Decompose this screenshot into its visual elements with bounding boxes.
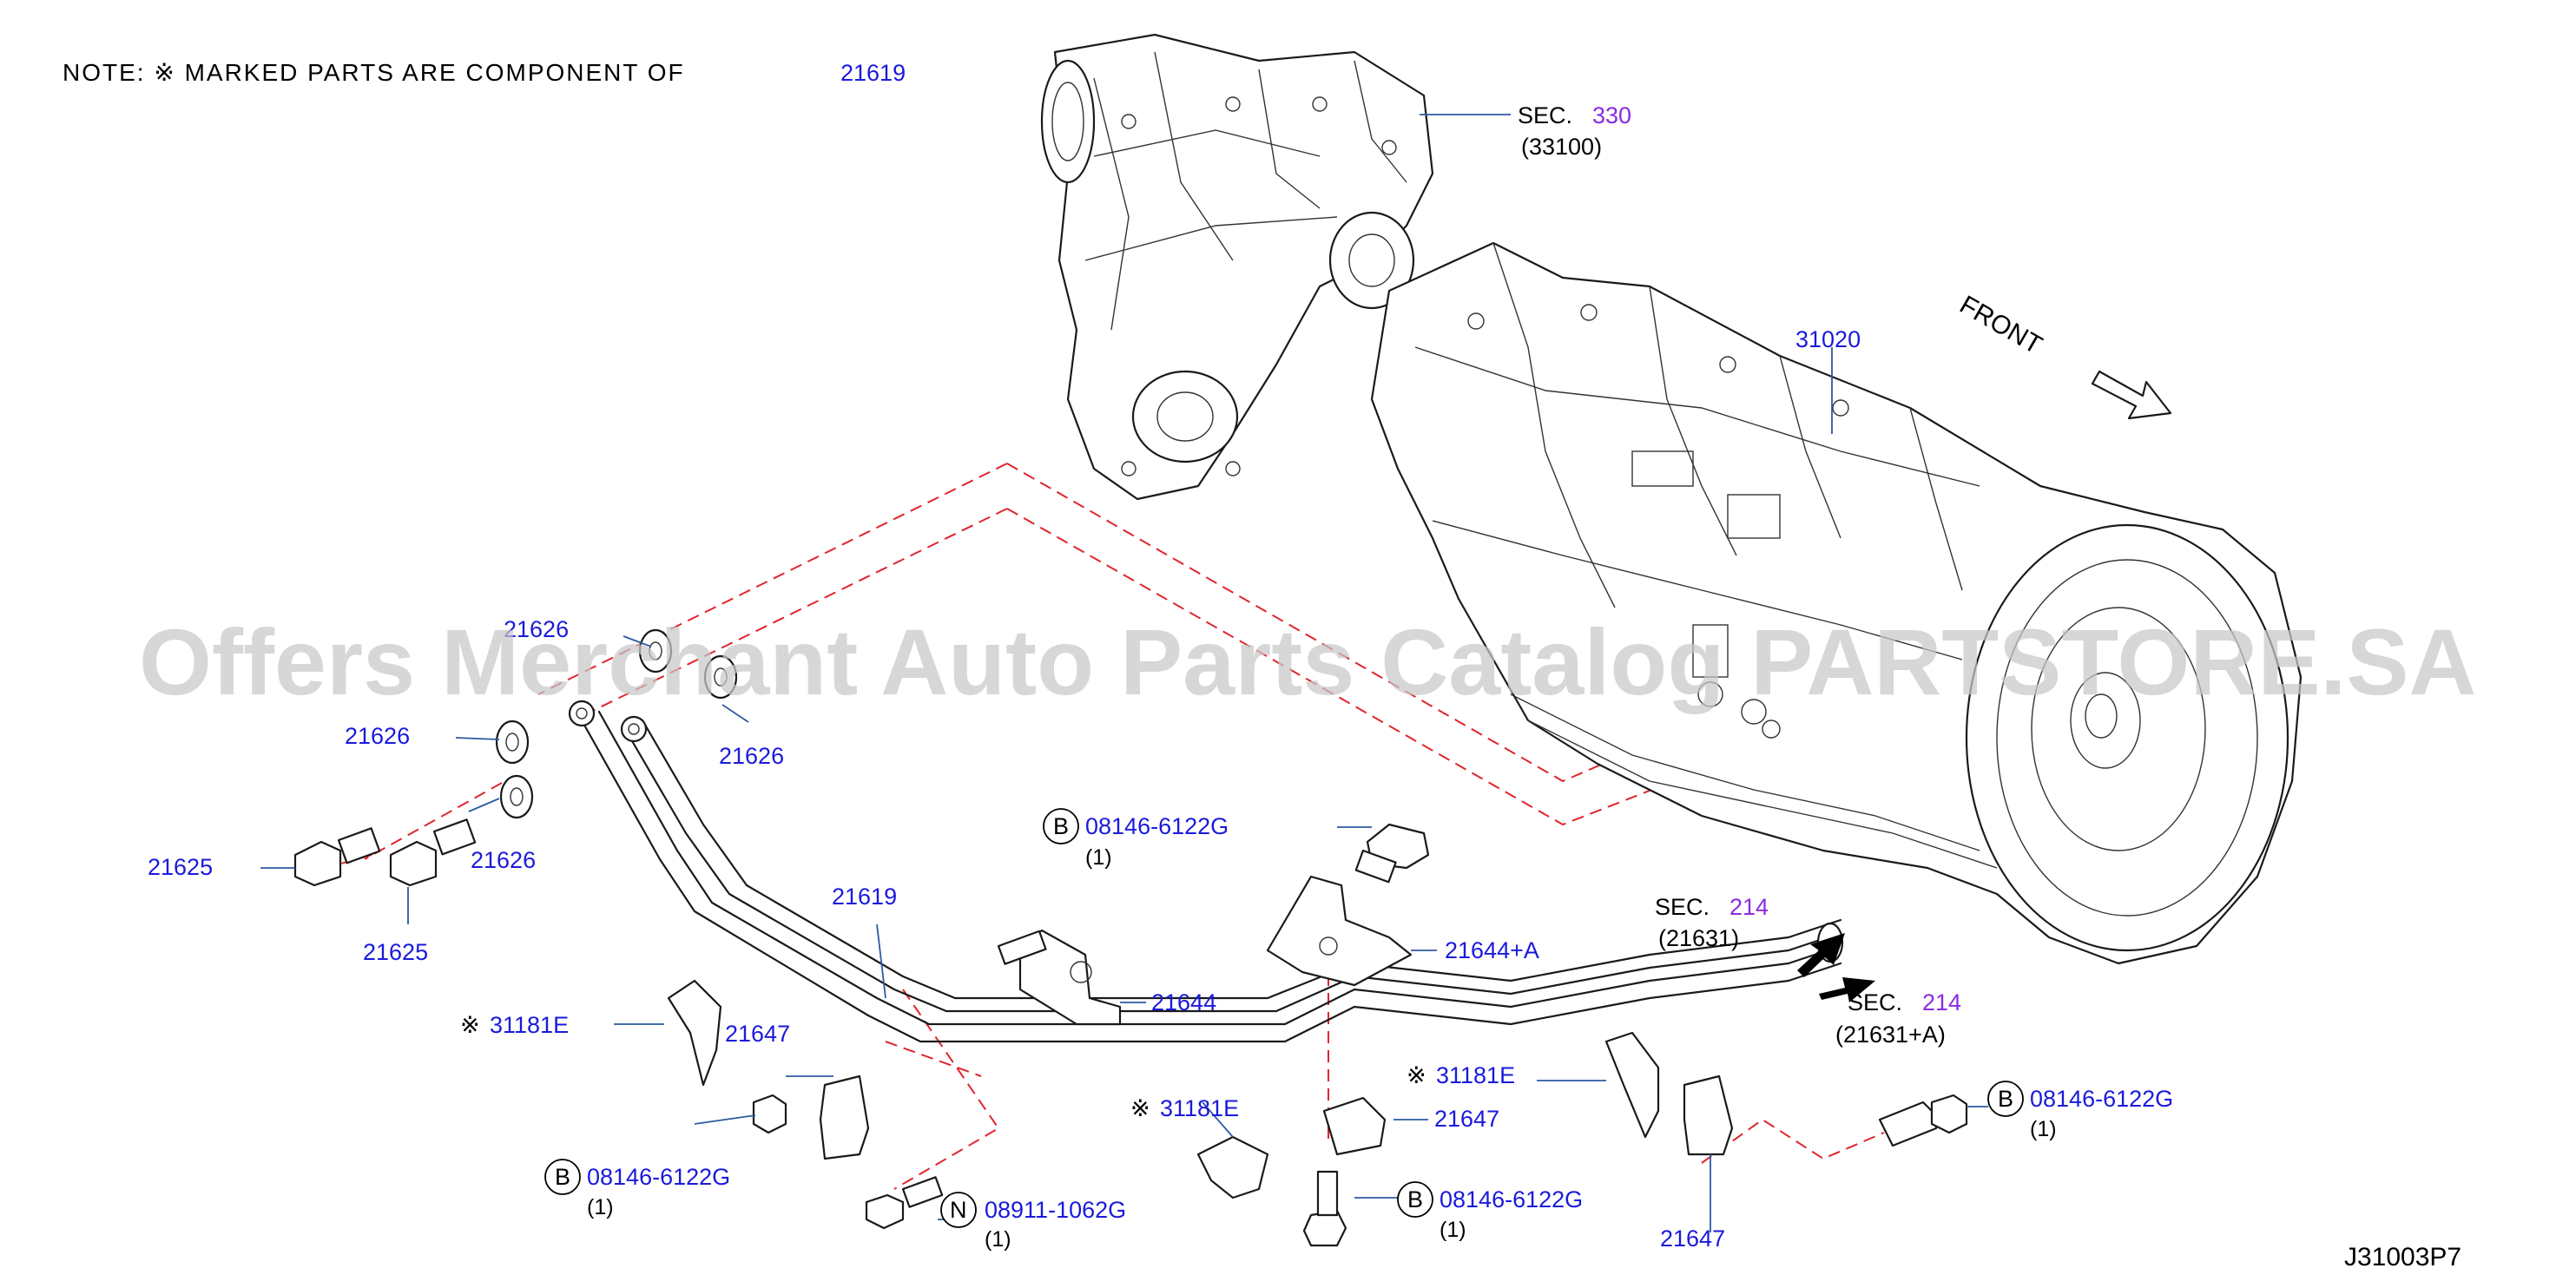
section-ref-214a[interactable]: SEC. 214 (21631) [1655,894,1769,951]
kome-mark-1: ※ [460,1012,480,1038]
bolt-qty-4: (1) [1440,1218,1466,1242]
b-badge-icon [544,1159,581,1195]
bolt-badge-1: B [1053,813,1069,839]
watermark: Offers Merchant Auto Parts Catalog PARTS… [139,609,2476,714]
bolt-part-1: 08146-6122G [1085,813,1229,839]
bolt-callout-2[interactable]: B 08146-6122G (1) [544,1159,730,1219]
b-badge-icon [1987,1081,2024,1117]
bolt-badge-2: B [555,1164,570,1190]
washers[interactable] [495,628,738,819]
label-21647-right[interactable]: 21647 [1660,1226,1725,1252]
diagram-code: J31003P7 [2344,1243,2461,1272]
clamps[interactable] [819,1074,1734,1160]
section-ref-214b-number: 214 [1922,989,1961,1015]
bolt-part-3: 08911-1062G [985,1197,1126,1223]
kome-mark-3: ※ [1407,1062,1426,1088]
bolt-part-5: 08146-6122G [2030,1086,2173,1112]
label-21626-lower[interactable]: 21626 [471,847,536,873]
front-arrow-icon [2091,370,2172,420]
bolt-qty-2: (1) [587,1195,614,1219]
note-text: NOTE: ※ MARKED PARTS ARE COMPONENT OF [63,59,685,86]
note-part-link[interactable]: 21619 [840,60,906,86]
eye-bolts[interactable] [293,818,477,887]
transfer-case[interactable] [1040,33,1434,501]
flow-arrow-up-icon [1797,933,1845,977]
bolt-part-2: 08146-6122G [587,1164,730,1190]
front-indicator: FRONT [1955,290,2172,420]
label-21625-lower[interactable]: 21625 [363,939,428,965]
section-ref-214b-code: (21631+A) [1835,1022,1946,1048]
part-labels: 31020 21626 21626 21626 21626 21625 2162… [148,326,1861,1252]
bolt-part-4: 08146-6122G [1440,1186,1583,1212]
section-ref-214b[interactable]: SEC. 214 (21631+A) [1835,989,1961,1048]
section-ref-214a-number: 214 [1729,894,1769,920]
bolt-qty-3: (1) [985,1227,1011,1252]
dashed-guide-lines [294,463,1885,1190]
bolt-qty-5: (1) [2030,1117,2057,1141]
bolts[interactable] [752,1094,1968,1247]
label-21626-top[interactable]: 21626 [504,616,569,642]
section-ref-330-prefix: SEC. [1518,102,1572,128]
label-21644a[interactable]: 21644+A [1445,937,1539,963]
bolt-badge-5: B [1998,1086,2013,1112]
leader-lines [260,114,1988,1232]
n-badge-icon [940,1192,977,1228]
section-ref-330-code: (33100) [1521,134,1602,160]
bolt-badge-4: B [1407,1186,1423,1212]
flow-arrow-right-icon [1819,977,1875,1002]
label-31181e-3[interactable]: 31181E [1436,1062,1515,1088]
automatic-transmission[interactable] [1370,241,2303,965]
section-ref-214b-prefix: SEC. [1848,989,1902,1015]
front-label: FRONT [1955,290,2047,359]
section-ref-330[interactable]: SEC. 330 (33100) [1518,102,1631,160]
label-21625-left[interactable]: 21625 [148,854,213,880]
note-header: NOTE: ※ MARKED PARTS ARE COMPONENT OF 21… [63,59,906,86]
bolt-callout-4[interactable]: B 08146-6122G (1) [1397,1181,1583,1242]
bolt-callout-5[interactable]: B 08146-6122G (1) [1987,1081,2173,1141]
bracket-21644a[interactable] [1266,823,1430,987]
section-ref-330-number: 330 [1592,102,1631,128]
bolt-callout-1[interactable]: B 08146-6122G (1) [1043,808,1229,870]
label-21647-mid[interactable]: 21647 [1434,1106,1499,1132]
flow-arrows [1797,933,1875,1002]
label-21619[interactable]: 21619 [832,884,897,910]
bolt-qty-1: (1) [1085,845,1112,870]
label-21647-left[interactable]: 21647 [725,1021,790,1047]
b-badge-icon [1397,1181,1433,1218]
kome-mark-2: ※ [1130,1095,1150,1121]
label-21626-left[interactable]: 21626 [345,723,410,749]
label-31181e-1[interactable]: 31181E [490,1012,569,1038]
bracket-21644[interactable] [997,929,1122,1026]
label-31020[interactable]: 31020 [1795,326,1861,352]
bolt-badge-3: N [950,1197,967,1223]
label-31181e-2[interactable]: 31181E [1160,1095,1239,1121]
label-21644[interactable]: 21644 [1151,989,1216,1015]
b-badge-icon [1043,808,1079,844]
section-ref-214a-prefix: SEC. [1655,894,1710,920]
label-21626-right[interactable]: 21626 [719,743,784,769]
section-ref-214a-code: (21631) [1658,925,1739,951]
bolt-callout-3[interactable]: N 08911-1062G (1) [940,1192,1126,1252]
